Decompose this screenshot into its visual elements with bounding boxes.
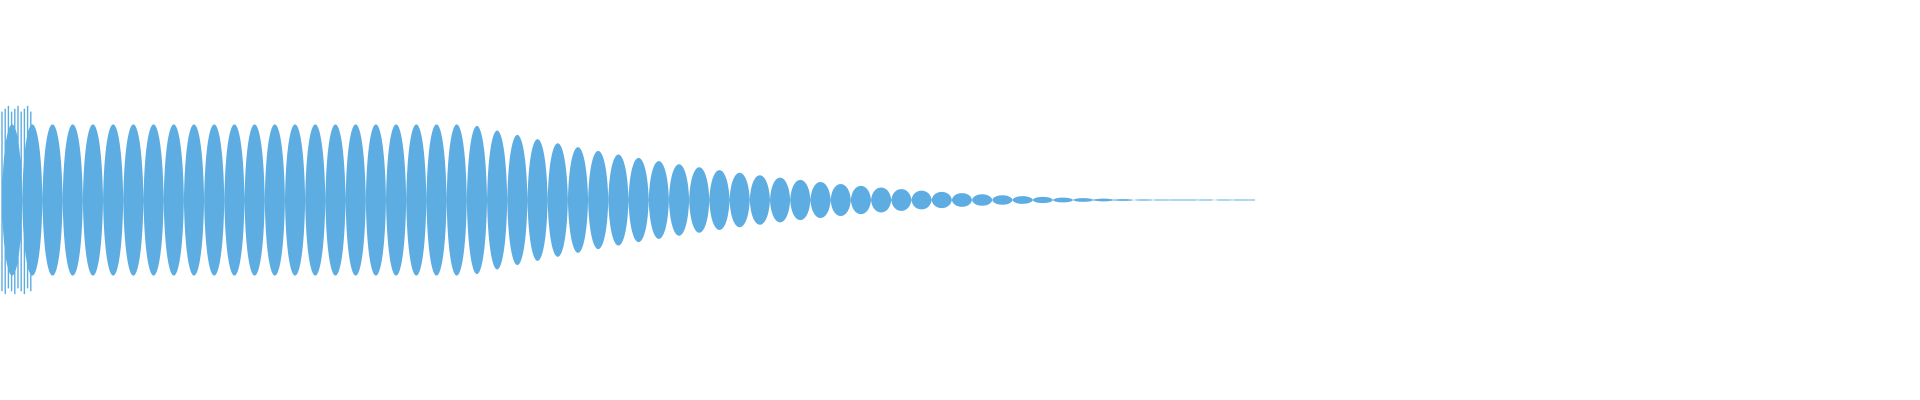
waveform-lobe — [1174, 199, 1195, 201]
waveform-lobe — [385, 124, 407, 276]
waveform-lobe — [466, 125, 488, 275]
waveform-lobe — [1032, 196, 1053, 204]
waveform-lobe — [446, 124, 467, 276]
waveform-lobe — [769, 177, 791, 223]
waveform-lobe — [729, 172, 750, 228]
waveform-lobe — [426, 124, 447, 276]
waveform-lobe — [891, 189, 912, 211]
waveform-lobe — [608, 154, 629, 246]
waveform-lobe — [810, 182, 831, 218]
waveform-lobe — [1133, 199, 1154, 201]
waveform-lobe — [1012, 196, 1033, 204]
waveform-lobe — [1214, 199, 1235, 201]
waveform-lobe — [1234, 199, 1255, 201]
waveform-lobe — [264, 124, 285, 276]
waveform-lobe — [42, 124, 63, 276]
waveform-lobe — [62, 124, 83, 276]
waveform-lobe — [143, 124, 164, 276]
waveform-lobe — [1153, 199, 1175, 201]
waveform-lobe — [749, 175, 770, 225]
waveform-lobe — [284, 124, 306, 276]
waveform-lobe — [183, 124, 205, 276]
waveform-lobe — [790, 179, 811, 221]
waveform-lobe — [487, 130, 508, 270]
waveform-lobe — [204, 124, 225, 276]
waveform-lobe — [992, 195, 1013, 205]
waveform-lobe — [1093, 198, 1114, 202]
waveform-lobe — [1113, 199, 1134, 201]
waveform-lobe — [22, 124, 43, 276]
waveform-lobe — [668, 164, 690, 236]
waveform-lobe — [527, 139, 548, 261]
waveform-lobe — [588, 150, 609, 250]
waveform-lobe — [365, 124, 386, 276]
waveform-lobe — [1052, 197, 1074, 203]
waveform-lobe — [345, 124, 366, 276]
waveform-lobe — [628, 157, 649, 243]
waveform-lobe — [82, 124, 104, 276]
waveform-lobe — [163, 124, 184, 276]
waveform-lobe — [709, 170, 730, 230]
waveform-lobe — [224, 124, 245, 276]
waveform-lobe — [1194, 199, 1215, 201]
waveform-lobe — [123, 124, 144, 276]
waveform-lobe — [507, 134, 528, 266]
waveform-lobe — [689, 167, 710, 233]
waveform-lobe — [1073, 198, 1094, 202]
waveform-lobe — [931, 191, 952, 209]
waveform-lobe — [972, 194, 993, 206]
waveform-lobe — [325, 124, 346, 276]
waveform-lobe — [648, 161, 669, 239]
waveform-lobe — [871, 187, 892, 213]
waveform-lobe — [547, 143, 568, 257]
waveform-lobe — [911, 190, 932, 210]
waveform-lobe — [406, 124, 427, 276]
waveform-lobe — [305, 124, 326, 276]
waveform-lobe — [830, 183, 851, 217]
waveform-lobe — [567, 147, 589, 253]
waveform-lobe — [951, 193, 973, 207]
waveform-lobe — [244, 124, 265, 276]
waveform-lobe — [850, 185, 872, 215]
waveform-lobe — [103, 124, 124, 276]
